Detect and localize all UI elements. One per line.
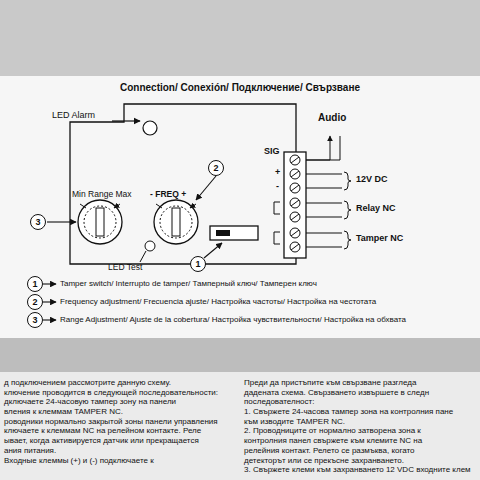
terminal-label: Relay NC: [356, 203, 396, 213]
paper-page: [0, 372, 480, 480]
body-text-bg: към изводите TAMPER NC.: [244, 417, 345, 426]
callout-number: 2: [213, 164, 218, 173]
terminal-screw: [290, 242, 300, 252]
legend-text: Frequency adjustment/ Frecuencia ajuste/…: [60, 297, 376, 306]
range-dial: [78, 200, 122, 244]
terminal-block: [284, 152, 306, 258]
body-text-bg: 1. Свържете 24-часова тампер зона на кон…: [244, 407, 453, 416]
pin-label: -: [276, 181, 279, 191]
body-text-ru: ключаете к клеммам NC на релейном контак…: [4, 426, 201, 435]
leader-line: [112, 120, 140, 121]
screen-edge: [0, 338, 480, 372]
callout-circle: 2: [27, 294, 43, 310]
screw-slot: [291, 200, 299, 206]
body-text-ru: ключение проводится в следующей последов…: [4, 388, 218, 397]
body-text-bg: детекторът или се прекъсне захранването.: [244, 456, 404, 465]
led-alarm: [143, 121, 157, 135]
body-text-bg: 2. Проводниците от нормално затворена зо…: [244, 426, 421, 435]
legend-text: Tamper switch/ Interrupto de tamper/ Там…: [60, 279, 317, 288]
screw-slot: [291, 171, 299, 177]
callout-circle: 3: [27, 312, 43, 328]
body-text-bg: дадената схема. Свързването извършете в …: [244, 388, 429, 397]
screw-slot: [291, 244, 299, 250]
body-text-ru: вления к клеммам TAMPER NC.: [4, 407, 123, 416]
part-label: - FREQ +: [150, 190, 186, 200]
leader-line: [140, 251, 146, 262]
dial-slot: [172, 208, 180, 236]
body-text-ru: дключаете 24-часовую тампер зону на пане…: [4, 397, 176, 406]
terminal-screw: [290, 228, 300, 238]
pin-label: SIG: [264, 146, 280, 156]
screw-slot: [291, 230, 299, 236]
dial-scale: [160, 206, 192, 238]
wires: [306, 136, 351, 249]
screw-slot: [291, 185, 299, 191]
callout-circle: 2: [208, 160, 224, 176]
screen-area: [0, 76, 480, 338]
monitor-bezel: [0, 0, 480, 76]
body-text-ru: Входные клеммы (+) и (-) подключаете к: [4, 456, 154, 465]
callout-circle: 1: [27, 276, 43, 292]
screw-slot: [291, 157, 299, 163]
body-text-bg: контролния панел свържете към клемите NC…: [244, 436, 422, 445]
body-text-ru: ывает, когда активируется датчик или пре…: [4, 436, 199, 445]
body-text-ru: роводники нормально закрытой зоны панели…: [4, 417, 218, 426]
terminal-screws: [290, 155, 300, 252]
callout-circle: 1: [190, 256, 206, 272]
terminal-label: 12V DC: [356, 174, 388, 184]
body-text-ru: д подключением рассмотрите данную схему.: [4, 378, 171, 387]
dial-arrows: [156, 204, 196, 208]
board-outline: [70, 104, 296, 264]
tamper-plunger: [216, 230, 230, 236]
terminal-label: Tamper NC: [356, 233, 403, 243]
body-text-bg: релейния контакт. Релето се размъква, ко…: [244, 446, 415, 455]
freq-dial: [154, 200, 198, 244]
terminal-screw: [290, 155, 300, 165]
legend-text: Range Adjustment/ Ajuste de la cobertura…: [60, 315, 406, 324]
body-text-bg: последователност:: [244, 397, 314, 406]
dial-slot: [96, 208, 104, 236]
pin-label: +: [275, 167, 280, 177]
callout-number: 1: [32, 280, 37, 289]
screw-slot: [291, 214, 299, 220]
led-test: [145, 241, 155, 251]
dial-scale: [84, 206, 116, 238]
terminal-screw: [290, 183, 300, 193]
tamper-switch: [210, 226, 258, 240]
callout-number: 2: [32, 298, 37, 307]
part-label: LED Test: [108, 263, 142, 273]
body-text-ru: ания питания.: [4, 446, 56, 455]
signal-label: Audio: [318, 112, 346, 124]
callout-number: 1: [195, 260, 200, 269]
terminal-screw: [290, 198, 300, 208]
part-label: Min Range Max: [72, 190, 132, 200]
callout-circle: 3: [30, 214, 46, 230]
body-text-bg: Преди да пристъпите към свързване разгле…: [244, 378, 416, 387]
dial-arrows: [80, 204, 120, 208]
part-label: LED Alarm: [52, 110, 95, 120]
body-text-bg: 3. Свържете клеми към захранването 12 VD…: [244, 465, 471, 474]
callout-number: 3: [32, 316, 37, 325]
diagram-title: Connection/ Conexión/ Подключение/ Свърз…: [120, 82, 360, 94]
terminal-screw: [290, 212, 300, 222]
contact-bracket: [274, 202, 280, 244]
terminal-screw: [290, 169, 300, 179]
callout-number: 3: [35, 218, 40, 227]
